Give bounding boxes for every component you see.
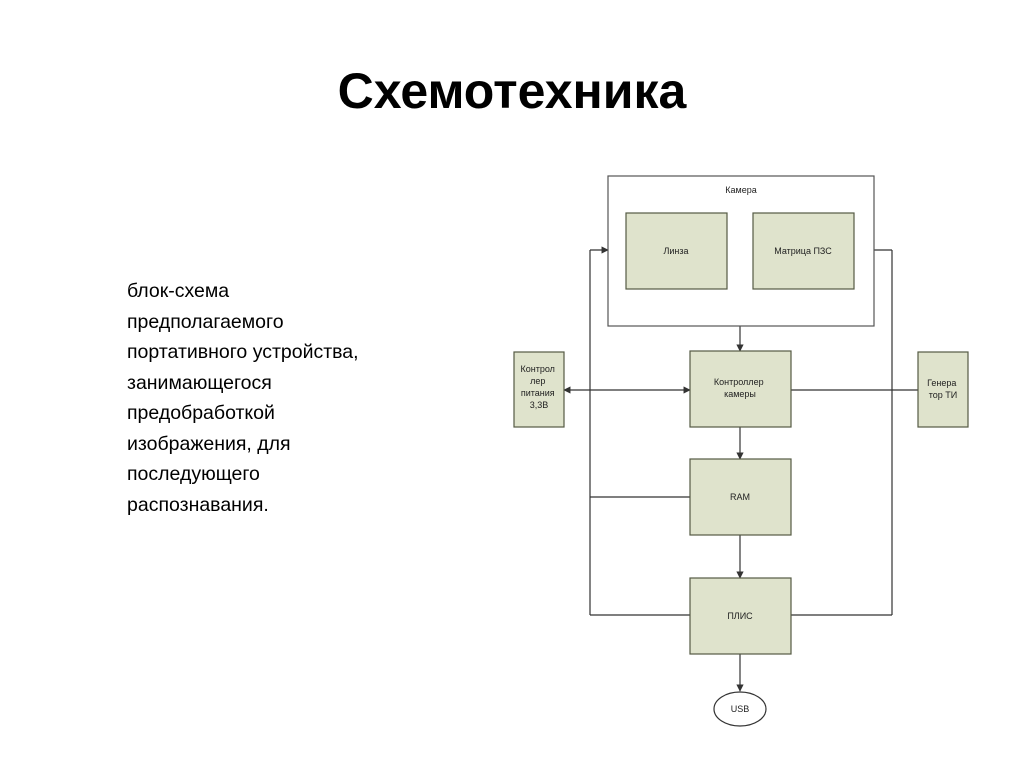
- power-controller-block: [513, 351, 565, 428]
- camera-controller-block: [689, 350, 792, 428]
- power-controller-label-line: 3,3В: [530, 400, 549, 410]
- clock-generator-label-line: тор ТИ: [929, 390, 958, 400]
- description-line: предобработкой: [127, 402, 275, 424]
- lens-label: Линза: [663, 246, 688, 256]
- slide-description: блок-схема предполагаемого портативного …: [127, 276, 427, 520]
- power-controller-label-line: Контрол: [521, 364, 555, 374]
- clock-generator-label: Генера тор ТИ: [927, 378, 959, 400]
- clock-generator-block: [917, 351, 969, 428]
- clock-generator-label-line: Генера: [927, 378, 956, 388]
- ram-label: RAM: [730, 492, 750, 502]
- camera-group-label: Камера: [725, 185, 756, 195]
- usb-label: USB: [731, 704, 750, 714]
- fpga-block: [689, 577, 792, 655]
- matrix-label: Матрица ПЗС: [774, 246, 832, 256]
- description-line: занимающегося: [127, 371, 272, 394]
- description-line: блок-схема: [127, 280, 230, 302]
- fpga-label: ПЛИС: [727, 611, 753, 621]
- camera-controller-label-line: камеры: [724, 389, 756, 399]
- camera-controller-label: Контроллер камеры: [714, 377, 766, 399]
- slide-title: Схемотехника: [337, 63, 687, 119]
- power-controller-label-line: лер: [530, 376, 545, 386]
- ram-block: [689, 458, 792, 536]
- description-line: последующего: [127, 463, 260, 485]
- camera-controller-label-line: Контроллер: [714, 377, 764, 387]
- usb-terminal: [713, 691, 767, 727]
- power-controller-label-line: питания: [521, 388, 555, 398]
- description-line: предполагаемого: [127, 310, 284, 333]
- wires: [563, 246, 918, 692]
- description-line: распознавания.: [127, 493, 269, 516]
- matrix-block: [752, 212, 855, 290]
- description-line: портативного устройства,: [127, 341, 359, 363]
- description-line: изображения, для: [127, 432, 291, 455]
- power-controller-label: Контрол лер питания 3,3В: [521, 364, 558, 410]
- lens-block: [625, 212, 728, 290]
